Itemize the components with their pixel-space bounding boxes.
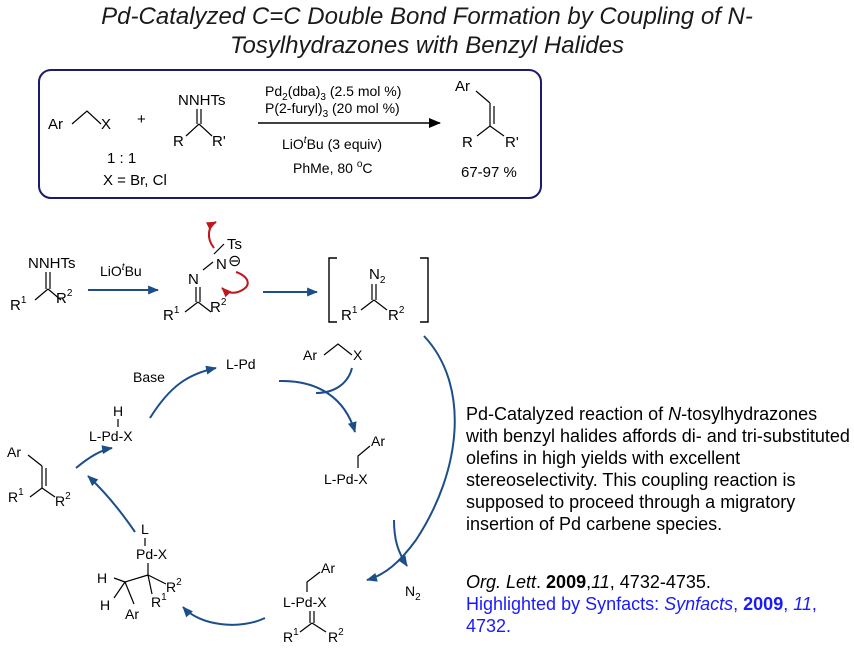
- base-label: Base: [133, 369, 165, 385]
- negative-charge: ⊖: [228, 253, 241, 270]
- olefin-product-cycle: Ar R1 R2: [7, 444, 71, 509]
- label-n-anion: N: [216, 256, 227, 273]
- conditions: Pd2(dba)3 (2.5 mol %) P(2-furyl)3 (20 mo…: [258, 83, 441, 176]
- citation: Org. Lett. 2009,11, 4732-4735.: [466, 572, 711, 592]
- label-r: R: [173, 133, 184, 150]
- label-n-imine: N: [188, 271, 199, 288]
- svg-text:R1: R1: [163, 305, 180, 324]
- reference: Org. Lett. 2009,11, 4732-4735. Highlight…: [466, 571, 851, 637]
- svg-text:R1: R1: [8, 487, 24, 505]
- svg-text:R1: R1: [10, 295, 27, 314]
- diazo-to-carbene-arrow: [366, 335, 456, 582]
- title-line-1: Pd-Catalyzed C=C Double Bond Formation b…: [101, 3, 753, 30]
- benzyl-halide-entry-arrow: [315, 367, 353, 394]
- title-line-2: Tosylhydrazones with Benzyl Halides: [230, 32, 624, 59]
- label-nnhts: NNHTs: [178, 92, 226, 109]
- svg-text:H: H: [97, 570, 107, 586]
- label-nnhts: NNHTs: [28, 255, 76, 272]
- label-ar: Ar: [455, 78, 470, 95]
- svg-text:N2: N2: [369, 266, 386, 286]
- summary-box: [38, 69, 542, 199]
- svg-text:L: L: [141, 521, 149, 537]
- tosylhydrazone: NNHTs R R': [173, 92, 226, 150]
- svg-text:R2: R2: [388, 305, 405, 324]
- description: Pd-Catalyzed reaction of N-tosylhydrazon…: [466, 404, 850, 534]
- label-rprime: R': [212, 133, 226, 150]
- cycle-arrow-regeneration: [149, 365, 217, 419]
- label-r: R: [462, 134, 473, 151]
- x-definition: X = Br, Cl: [103, 172, 167, 189]
- svg-text:H: H: [113, 403, 123, 419]
- pd-carbene-label: L-Pd-X: [283, 594, 327, 610]
- pd-hydride: H L-Pd-X: [89, 403, 133, 444]
- curved-arrow-ts-leaving: [205, 221, 217, 249]
- hydrazone-start: NNHTs R1 R2: [10, 255, 76, 314]
- benzyl-halide: Ar X: [48, 110, 111, 133]
- condition-base: LiOtBu (3 equiv): [282, 135, 382, 152]
- hydrazone-anion: Ts N ⊖ N R1 R2: [163, 236, 242, 324]
- yield: 67-97 %: [461, 164, 517, 181]
- svg-text:Ar: Ar: [321, 560, 335, 576]
- cycle-arrow-migratory-insertion: [182, 606, 266, 626]
- synfacts-highlight-link[interactable]: Highlighted by Synfacts: Synfacts, 2009,…: [466, 594, 817, 636]
- cycle-arrow-beta-hydride-elimination: [87, 475, 136, 533]
- benzyl-pd-complex: Ar L-Pd-X: [324, 433, 385, 487]
- benzyl-pd-label: L-Pd-X: [324, 471, 368, 487]
- svg-text:R1: R1: [341, 305, 358, 324]
- condition-ligand: P(2-furyl)3 (20 mol %): [265, 100, 400, 120]
- pd-hydride-label: L-Pd-X: [89, 428, 133, 444]
- svg-text:Ar: Ar: [303, 347, 317, 363]
- product-olefin: Ar R R': [455, 78, 519, 151]
- condition-solvent-temp: PhMe, 80 oC: [293, 159, 373, 176]
- alkyl-pd-complex: L Pd-X H H Ar R2 R1: [97, 521, 182, 622]
- svg-text:R2: R2: [166, 577, 182, 595]
- label-ar: Ar: [48, 116, 63, 133]
- pd-carbene-complex: Ar L-Pd-X R1 R2: [283, 560, 344, 645]
- svg-text:Ar: Ar: [7, 444, 21, 460]
- condition-pd-catalyst: Pd2(dba)3 (2.5 mol %): [265, 83, 401, 103]
- svg-text:R2: R2: [55, 491, 71, 509]
- n2-byproduct: N2: [405, 583, 421, 603]
- ratio: 1 : 1: [107, 150, 136, 167]
- svg-text:Ar: Ar: [125, 606, 139, 622]
- svg-text:X: X: [353, 347, 363, 363]
- label-ts: Ts: [227, 236, 242, 253]
- plus-sign: +: [137, 111, 146, 128]
- cycle-arrow-oxidative-addition: [278, 379, 357, 433]
- cycle-arrow-pd-hydride-release: [75, 445, 113, 469]
- label-rprime: R': [505, 134, 519, 151]
- svg-text:Ar: Ar: [371, 433, 385, 449]
- benzyl-halide-cycle: Ar X: [303, 343, 363, 363]
- title: Pd-Catalyzed C=C Double Bond Formation b…: [0, 2, 854, 60]
- svg-text:R1: R1: [283, 627, 299, 645]
- pd0-catalyst: L-Pd: [226, 356, 256, 372]
- n2-release-arrow: [393, 519, 408, 567]
- svg-text:R1: R1: [151, 592, 167, 610]
- label-x: X: [101, 116, 111, 133]
- diazo-intermediate: N2 R1 R2: [328, 257, 429, 324]
- svg-text:H: H: [100, 597, 110, 613]
- curved-arrow-lone-pair: [221, 271, 249, 298]
- svg-text:R2: R2: [210, 297, 227, 316]
- lio-bu-label: LiOtBu: [100, 262, 142, 279]
- svg-text:R2: R2: [56, 288, 73, 307]
- alkyl-pd-label: Pd-X: [136, 546, 168, 562]
- svg-text:R2: R2: [328, 627, 344, 645]
